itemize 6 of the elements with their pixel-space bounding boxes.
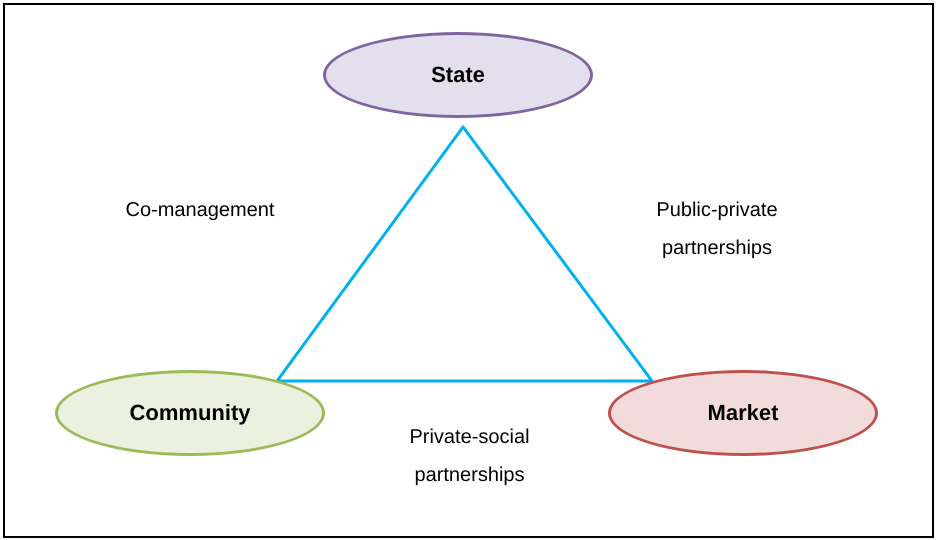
connector-line bbox=[276, 126, 464, 382]
node-label: Community bbox=[130, 400, 250, 426]
connector-line bbox=[276, 380, 654, 382]
connector-line bbox=[462, 126, 654, 382]
node-label: State bbox=[431, 62, 485, 88]
node-label: Market bbox=[708, 400, 778, 426]
